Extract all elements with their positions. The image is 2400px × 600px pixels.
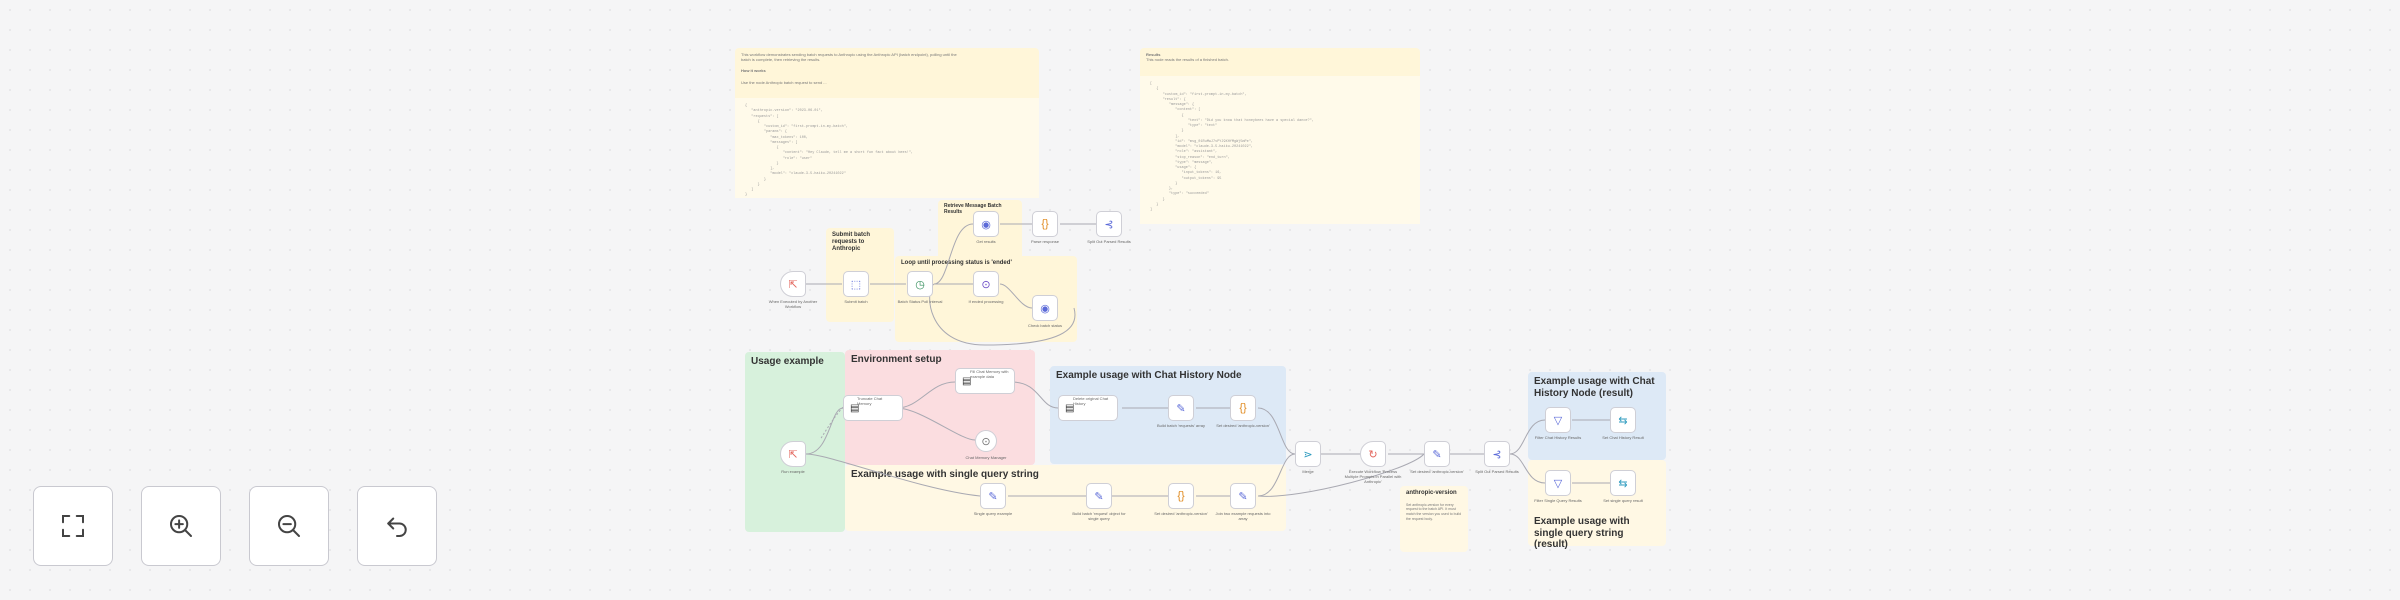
usage-example-title: Usage example <box>751 356 824 367</box>
filter-chat-node[interactable]: ▽ <box>1545 407 1571 433</box>
anthropic-version-note: Set anthropic-version for every request … <box>1406 502 1462 521</box>
build-single-label: Build batch 'request' object for single … <box>1072 511 1126 521</box>
set-chat-history-node[interactable]: ▤ <box>1058 395 1118 421</box>
build-messages-node[interactable]: ✎ <box>1168 395 1194 421</box>
run-example-label: Run example <box>781 469 805 474</box>
sticky-note-results[interactable]: Results This node reads the results of a… <box>1140 48 1420 224</box>
filter-chat-label: Filter Chat History Results <box>1534 435 1582 440</box>
edit-result-label: Set desired 'anthropic-version' <box>1410 469 1464 474</box>
build-single-node[interactable]: ✎ <box>1086 483 1112 509</box>
call-batch-node[interactable]: ↻ <box>1360 441 1386 467</box>
submit-title: Submit batch requests to Anthropic <box>832 232 871 252</box>
loop-title: Loop until processing status is 'ended' <box>901 260 1012 266</box>
zoom-in-icon <box>170 515 192 537</box>
truncate-memory-node[interactable]: ▤ <box>843 395 903 421</box>
submit-batch-node[interactable]: ⬚ <box>843 271 869 297</box>
batch-wait-label: Batch Status Poll Interval <box>897 299 943 304</box>
single-query-result-title: Example usage with single query string (… <box>1534 516 1630 550</box>
set-single-result-node[interactable]: ⇆ <box>1610 470 1636 496</box>
batch-wait-node[interactable]: ◷ <box>907 271 933 297</box>
merge-label: Merge <box>1302 469 1314 474</box>
zoom-out-icon <box>278 515 300 537</box>
single-query-title: Example usage with single query string <box>851 469 1039 480</box>
run-example-node[interactable]: ⇱ <box>780 441 806 467</box>
split-label: Split Out Parsed Results <box>1087 239 1131 244</box>
check-status-node[interactable]: ◉ <box>1032 295 1058 321</box>
chat-history-title: Example usage with Chat History Node <box>1056 370 1242 381</box>
single-json-node[interactable]: {} <box>1168 483 1194 509</box>
parse-node[interactable]: {} <box>1032 211 1058 237</box>
fill-history-node[interactable]: ▤ <box>955 368 1015 394</box>
single-json-label: Set desired 'anthropic-version' <box>1154 511 1208 516</box>
trigger-label: When Executed by Another Workflow <box>768 299 818 309</box>
join-requests-node[interactable]: ✎ <box>1230 483 1256 509</box>
check-status-label: Check batch status <box>1027 323 1063 328</box>
set-chat-result-node[interactable]: ⇆ <box>1610 407 1636 433</box>
if-ended-node[interactable]: ⊙ <box>973 271 999 297</box>
truncate-memory-label: Truncate Chat Memory <box>857 396 883 406</box>
set-chat-history-label: Delete original Chat History <box>1073 396 1109 406</box>
zoom-in-button[interactable] <box>141 486 221 566</box>
fit-view-button[interactable] <box>33 486 113 566</box>
split-results-label: Split Out Parsed Results <box>1475 469 1519 474</box>
single-set-node[interactable]: ✎ <box>980 483 1006 509</box>
sticky-note-description[interactable]: This workflow demonstrates sending batch… <box>735 48 1039 198</box>
results-body: This node reads the results of a finishe… <box>1146 57 1229 63</box>
fill-history-label: Fill Chat Memory with example data <box>970 369 1009 379</box>
merge-node[interactable]: ⋗ <box>1295 441 1321 467</box>
set-batch-label: Set desired 'anthropic-version' <box>1216 423 1270 428</box>
reset-zoom-button[interactable] <box>357 486 437 566</box>
zoom-out-button[interactable] <box>249 486 329 566</box>
sticky-heading: How it works <box>741 68 766 74</box>
undo-icon <box>387 517 407 537</box>
anthropic-version-title: anthropic-version <box>1406 490 1457 496</box>
sticky-note-single-query[interactable]: Example usage with single query string <box>845 465 1286 531</box>
chat-history-result-title: Example usage with Chat History Node (re… <box>1534 376 1655 399</box>
submit-batch-label: Submit batch <box>844 299 868 304</box>
trigger-node[interactable]: ⇱ <box>780 271 806 297</box>
filter-single-label: Filter Single Query Results <box>1534 498 1582 503</box>
filter-single-node[interactable]: ▽ <box>1545 470 1571 496</box>
parse-label: Parse response <box>1030 239 1059 244</box>
edit-result-node[interactable]: ✎ <box>1424 441 1450 467</box>
fit-view-icon <box>62 515 84 537</box>
split-results-node[interactable]: ⊰ <box>1484 441 1510 467</box>
environment-setup-title: Environment setup <box>851 354 942 365</box>
if-ended-label: If ended processing <box>968 299 1004 304</box>
call-batch-label: Execute Workflow 'Process Multiple Promp… <box>1344 469 1402 484</box>
get-results-node[interactable]: ◉ <box>973 211 999 237</box>
retrieve-title: Retrieve Message Batch Results <box>944 203 1002 215</box>
set-batch-node[interactable]: {} <box>1230 395 1256 421</box>
results-title: Results <box>1146 52 1161 57</box>
split-node[interactable]: ⊰ <box>1096 211 1122 237</box>
sticky-body: Use the node Anthropic batch request to … <box>741 79 827 85</box>
set-single-result-label: Set single query result <box>1603 498 1643 503</box>
join-requests-label: Join two example requests into array <box>1215 511 1271 521</box>
sticky-line1: This workflow demonstrates sending batch… <box>741 52 957 57</box>
chat-memory-label: Chat Memory Manager <box>965 455 1007 460</box>
sticky-note-anthropic-version[interactable]: anthropic-version Set anthropic-version … <box>1400 486 1468 552</box>
chat-memory-node[interactable]: ⊙ <box>975 430 997 452</box>
build-messages-label: Build batch 'requests' array <box>1157 423 1205 428</box>
set-chat-result-label: Set Chat History Result <box>1602 435 1644 440</box>
sticky-line2: batch is complete, then retrieving the r… <box>741 57 821 63</box>
get-results-label: Get results <box>976 239 996 244</box>
single-set-label: Single query example <box>973 511 1013 516</box>
